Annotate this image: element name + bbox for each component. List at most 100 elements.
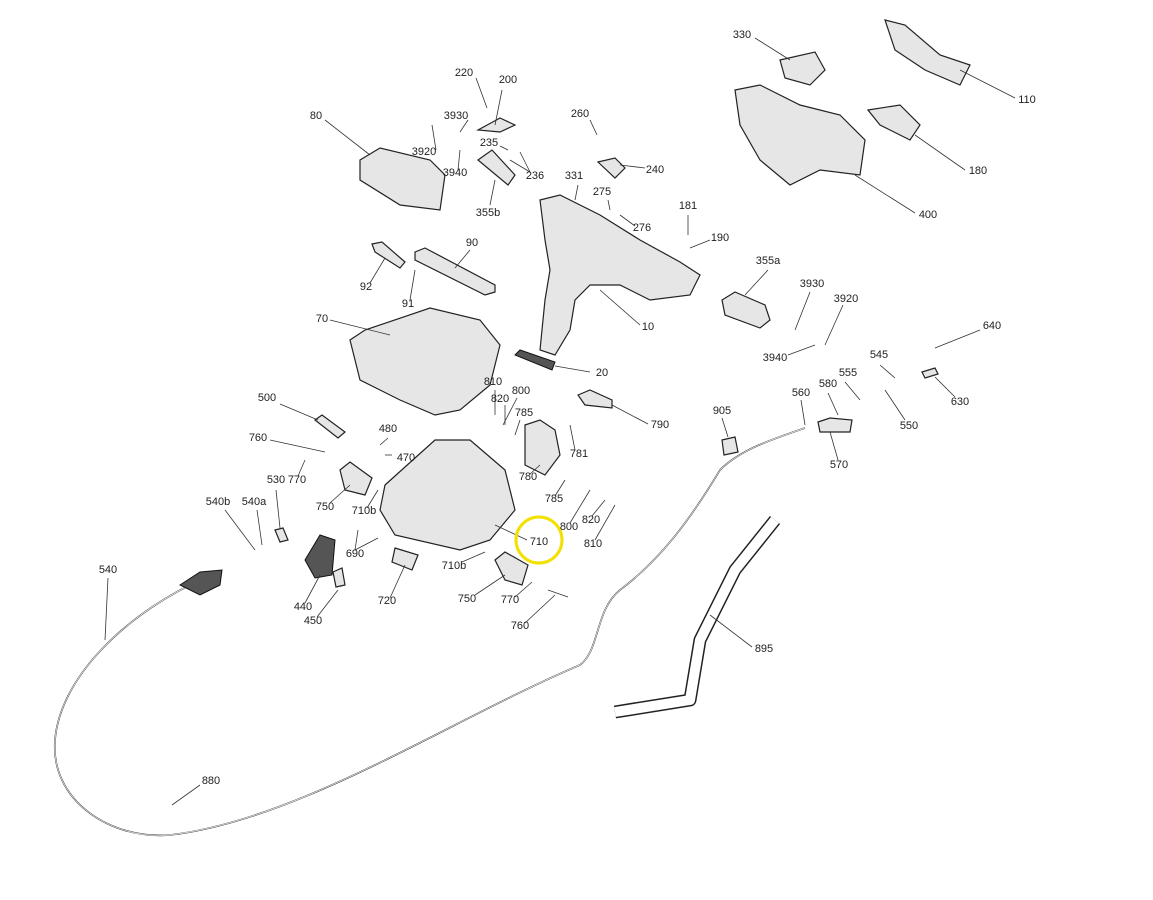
label-260[interactable]: 260 <box>571 108 589 120</box>
label-560[interactable]: 560 <box>792 387 810 399</box>
label-275[interactable]: 275 <box>593 186 611 198</box>
label-580[interactable]: 580 <box>819 378 837 390</box>
label-895[interactable]: 895 <box>755 643 773 655</box>
label-3920-right[interactable]: 3920 <box>834 293 858 305</box>
label-3940[interactable]: 3940 <box>443 167 467 179</box>
part-440 <box>304 534 336 579</box>
label-480[interactable]: 480 <box>379 423 397 435</box>
part-20 <box>514 349 556 371</box>
label-545[interactable]: 545 <box>870 349 888 361</box>
label-720[interactable]: 720 <box>378 595 396 607</box>
label-331[interactable]: 331 <box>565 170 583 182</box>
highlight-circle-710 <box>514 515 564 565</box>
label-530[interactable]: 530 <box>267 474 285 486</box>
label-820[interactable]: 820 <box>491 393 509 405</box>
label-810[interactable]: 810 <box>484 376 502 388</box>
label-181[interactable]: 181 <box>679 200 697 212</box>
label-3930[interactable]: 3930 <box>444 110 468 122</box>
label-570[interactable]: 570 <box>830 459 848 471</box>
label-180[interactable]: 180 <box>969 165 987 177</box>
part-400 <box>734 84 866 186</box>
label-785[interactable]: 785 <box>515 407 533 419</box>
part-540b-fitting <box>178 569 223 596</box>
part-10-steering-column <box>539 194 701 356</box>
part-570 <box>817 417 853 433</box>
label-800[interactable]: 800 <box>512 385 530 397</box>
label-400[interactable]: 400 <box>919 209 937 221</box>
part-labels: 330 110 180 400 220 200 3930 235 236 392… <box>99 29 1036 787</box>
label-355b[interactable]: 355b <box>476 207 500 219</box>
label-780[interactable]: 780 <box>519 471 537 483</box>
label-760-lower[interactable]: 760 <box>511 620 529 632</box>
label-760[interactable]: 760 <box>249 432 267 444</box>
label-276[interactable]: 276 <box>633 222 651 234</box>
label-3920[interactable]: 3920 <box>412 146 436 158</box>
label-540b[interactable]: 540b <box>206 496 230 508</box>
label-3930-right[interactable]: 3930 <box>800 278 824 290</box>
label-91[interactable]: 91 <box>402 298 414 310</box>
throttle-cable-540 <box>54 427 806 837</box>
label-880[interactable]: 880 <box>202 775 220 787</box>
label-10[interactable]: 10 <box>642 321 654 333</box>
label-710b[interactable]: 710b <box>352 505 376 517</box>
leader-lines <box>104 37 1016 806</box>
label-235[interactable]: 235 <box>480 137 498 149</box>
part-905 <box>721 436 739 456</box>
label-710[interactable]: 710 <box>530 536 548 548</box>
label-785-lower[interactable]: 785 <box>545 493 563 505</box>
label-3940-right[interactable]: 3940 <box>763 352 787 364</box>
part-530 <box>274 527 289 543</box>
label-450[interactable]: 450 <box>304 615 322 627</box>
part-790 <box>577 389 613 409</box>
label-330[interactable]: 330 <box>733 29 751 41</box>
label-790[interactable]: 790 <box>651 419 669 431</box>
label-440[interactable]: 440 <box>294 601 312 613</box>
label-710b-lower[interactable]: 710b <box>442 560 466 572</box>
label-810-lower[interactable]: 810 <box>584 538 602 550</box>
label-770[interactable]: 770 <box>288 474 306 486</box>
part-710-housing <box>379 439 516 551</box>
label-630[interactable]: 630 <box>951 396 969 408</box>
part-750-lower <box>494 551 529 586</box>
label-20[interactable]: 20 <box>596 367 608 379</box>
label-640[interactable]: 640 <box>983 320 1001 332</box>
label-70[interactable]: 70 <box>316 313 328 325</box>
hose-895 <box>613 515 781 719</box>
label-550[interactable]: 550 <box>900 420 918 432</box>
label-90[interactable]: 90 <box>466 237 478 249</box>
label-555[interactable]: 555 <box>839 367 857 379</box>
part-110 <box>884 19 971 86</box>
label-355a[interactable]: 355a <box>756 255 781 267</box>
label-540[interactable]: 540 <box>99 564 117 576</box>
part-240 <box>596 157 626 179</box>
label-236[interactable]: 236 <box>526 170 544 182</box>
label-800-lower[interactable]: 800 <box>560 521 578 533</box>
label-500[interactable]: 500 <box>258 392 276 404</box>
part-330 <box>779 51 826 86</box>
label-690[interactable]: 690 <box>346 548 364 560</box>
label-781[interactable]: 781 <box>570 448 588 460</box>
label-750-lower[interactable]: 750 <box>458 593 476 605</box>
label-750[interactable]: 750 <box>316 501 334 513</box>
label-240[interactable]: 240 <box>646 164 664 176</box>
part-92 <box>371 241 406 269</box>
part-355a <box>721 291 771 329</box>
label-190[interactable]: 190 <box>711 232 729 244</box>
part-355b <box>477 149 516 186</box>
part-500 <box>313 414 346 439</box>
label-770-lower[interactable]: 770 <box>501 594 519 606</box>
part-70 <box>349 307 501 416</box>
label-110[interactable]: 110 <box>1018 94 1036 106</box>
label-470[interactable]: 470 <box>397 452 415 464</box>
part-180 <box>866 104 921 141</box>
label-200[interactable]: 200 <box>499 74 517 86</box>
label-80[interactable]: 80 <box>310 110 322 122</box>
label-92[interactable]: 92 <box>360 281 372 293</box>
part-80 <box>359 147 446 211</box>
part-90 <box>414 247 496 296</box>
label-820-lower[interactable]: 820 <box>582 514 600 526</box>
label-220[interactable]: 220 <box>455 67 473 79</box>
label-905[interactable]: 905 <box>713 405 731 417</box>
label-540a[interactable]: 540a <box>242 496 267 508</box>
